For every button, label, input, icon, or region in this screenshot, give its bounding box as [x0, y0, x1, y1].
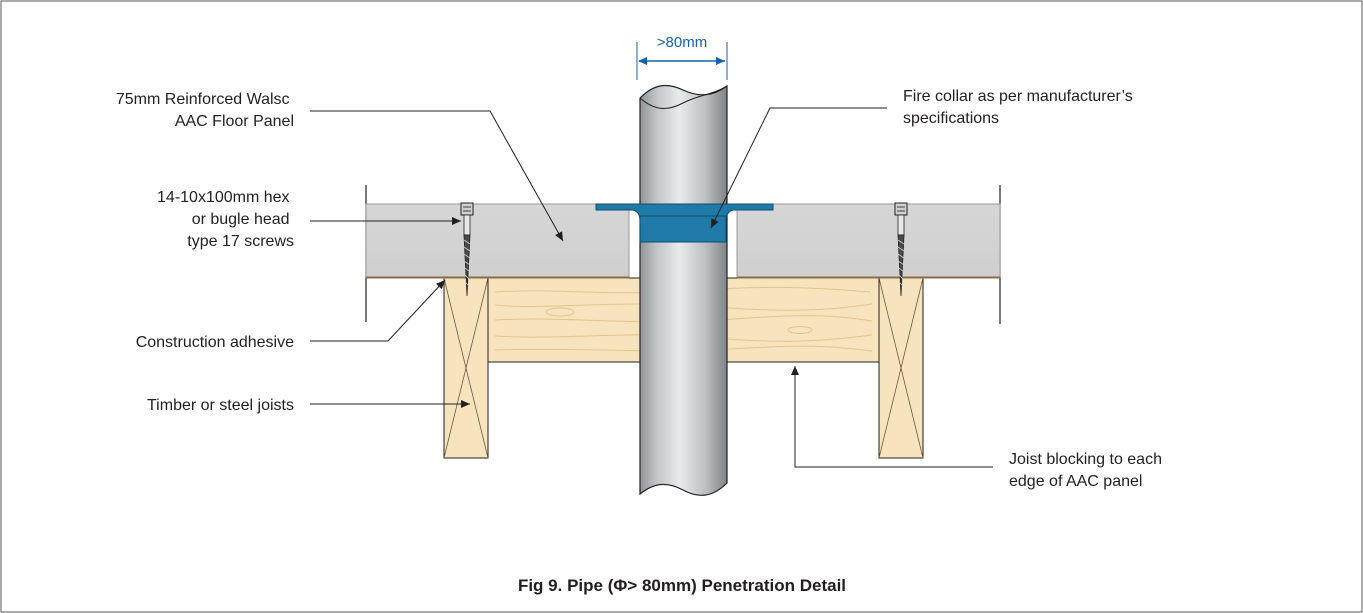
figure-caption: Fig 9. Pipe (Φ> 80mm) Penetration Detail — [518, 576, 846, 595]
label-screws: 14-10x100mm hex or bugle head type 17 sc… — [157, 189, 294, 250]
label-blocking: Joist blocking to each edge of AAC panel — [1009, 451, 1166, 490]
label-panel-line-2: AAC Floor Panel — [175, 113, 294, 130]
label-collar: Fire collar as per manufacturer’s specif… — [903, 88, 1137, 127]
pipe-diameter-dimension: >80mm — [636, 34, 728, 80]
label-blocking-line-2: edge of AAC panel — [1009, 473, 1142, 490]
label-joists-line-1: Timber or steel joists — [147, 397, 294, 414]
aac-panel-left — [365, 203, 630, 278]
dimension-label: >80mm — [657, 34, 707, 51]
leader-blocking — [791, 366, 993, 468]
label-collar-line-1: Fire collar as per manufacturer’s — [903, 88, 1133, 105]
aac-panel-right — [736, 203, 1001, 278]
label-screws-line-1: 14-10x100mm hex — [157, 189, 290, 206]
leader-collar — [710, 107, 887, 229]
joist-left — [443, 277, 489, 459]
label-screws-line-2: or bugle head — [192, 211, 290, 228]
label-panel-line-1: 75mm Reinforced Walsc — [116, 91, 290, 108]
label-collar-line-2: specifications — [903, 110, 999, 127]
label-adhesive: Construction adhesive — [136, 334, 294, 351]
label-panel: 75mm Reinforced Walsc AAC Floor Panel — [116, 91, 294, 130]
screw-left — [460, 202, 474, 297]
joist-right — [878, 277, 924, 459]
fire-collar — [595, 203, 774, 243]
pipe — [639, 84, 728, 496]
screw-right — [894, 202, 908, 297]
label-adhesive-line-1: Construction adhesive — [136, 334, 294, 351]
label-joists: Timber or steel joists — [147, 397, 294, 414]
label-blocking-line-1: Joist blocking to each — [1009, 451, 1162, 468]
leader-adhesive — [310, 279, 446, 342]
label-screws-line-3: type 17 screws — [187, 233, 294, 250]
leader-panel — [310, 110, 564, 242]
